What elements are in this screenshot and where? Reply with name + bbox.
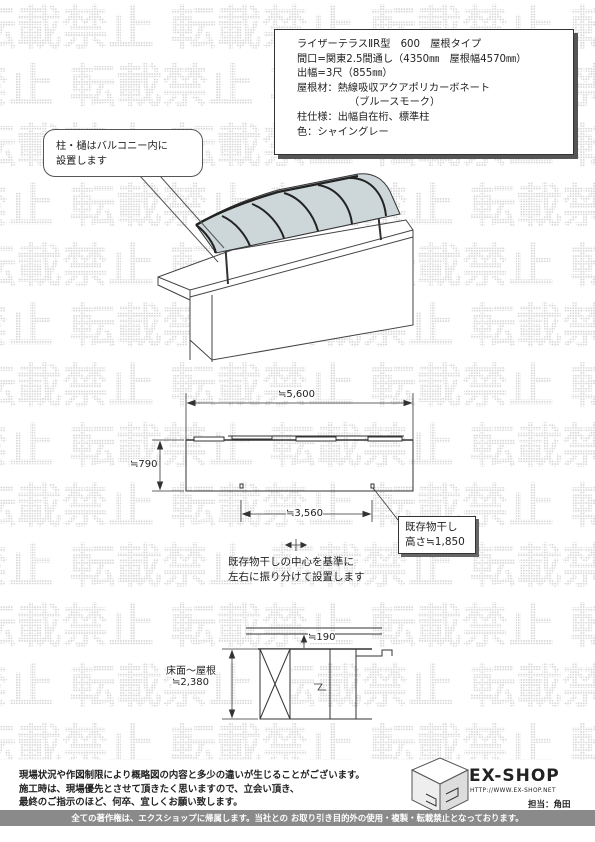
note-line: 施工時は、現場優先とさせて頂きたく思いますので、立会い頂き、 [19, 783, 300, 795]
rafter [195, 224, 217, 254]
note-line: 最終のご指示のほど、何卒、宜しくお願い致します。 [19, 797, 243, 809]
section-gap-label: ≒190 [308, 632, 336, 643]
section-height-value: ≒2,380 [172, 677, 210, 688]
spec-opening: 間口=関東2.5間通し（4350㎜ 屋根幅4570㎜） [297, 53, 527, 65]
copyright-text: 全ての著作権は、エクスショップに帰属します。当社との お取り引き目的外の使用・複… [71, 813, 524, 823]
plan-span-label: ≒3,560 [286, 508, 324, 519]
center-note-line: 左右に振り分けて設置します [228, 571, 365, 583]
section-view [222, 627, 393, 720]
logo-url: HTTP://WWW.EX-SHOP.NET [470, 788, 556, 794]
spec-color: 色：シャイングレー [297, 126, 389, 138]
notes: 現場状況や作図制限により概略図の内容と多少の違いが生じることがございます。 施工… [19, 769, 365, 810]
callout-line: 設置します [56, 156, 107, 167]
center-note: 既存物干しの中心を基準に 左右に振り分けて設置します [228, 555, 365, 585]
rafter [349, 177, 387, 217]
note-line: 現場状況や作図制限により概略図の内容と多少の違いが生じることがございます。 [19, 770, 365, 781]
plan-depth-label: ≒790 [130, 459, 158, 470]
spec-roof-material: 屋根材：熱線吸収アクアポリカーボネート [297, 82, 491, 94]
spec-product: ライザーテラスⅡR型 600 屋根タイプ [297, 39, 482, 50]
rafter [251, 203, 285, 239]
rafter [221, 215, 251, 247]
spec-box: ライザーテラスⅡR型 600 屋根タイプ 間口=関東2.5間通し（4350㎜ 屋… [274, 29, 574, 155]
existing-drying-rack-box: 既存物干し 高さ≒1,850 [398, 516, 476, 554]
callout-line: 柱・樋はバルコニー内に [56, 141, 168, 152]
center-note-line: 既存物干しの中心を基準に [228, 556, 354, 568]
existing-line: 高さ≒1,850 [405, 536, 465, 548]
copyright-bar: 全ての著作権は、エクスショップに帰属します。当社との お取り引き目的外の使用・複… [0, 810, 595, 826]
plan-view [152, 393, 414, 551]
rafter [283, 192, 319, 232]
spec-projection: 出幅=3尺（855㎜） [297, 68, 393, 80]
callout-bubble: 柱・樋はバルコニー内に 設置します [43, 129, 203, 177]
logo-cube-icon [410, 757, 470, 815]
balcony-wall [157, 219, 414, 361]
rafter [317, 184, 353, 225]
section-height-title: 床面～屋根 [166, 662, 216, 677]
logo-name: EX-SHOP [469, 766, 560, 786]
perspective-view [139, 173, 414, 362]
person-in-charge: 担当：角田 [528, 800, 571, 810]
gutter [195, 174, 359, 227]
plan-width-label: ≒5,600 [278, 389, 316, 400]
spec-roof-color: （ブルースモーク） [349, 97, 441, 109]
existing-line: 既存物干し [405, 521, 458, 533]
spec-post: 柱仕様：出幅自在桁、標準柱 [297, 111, 430, 123]
